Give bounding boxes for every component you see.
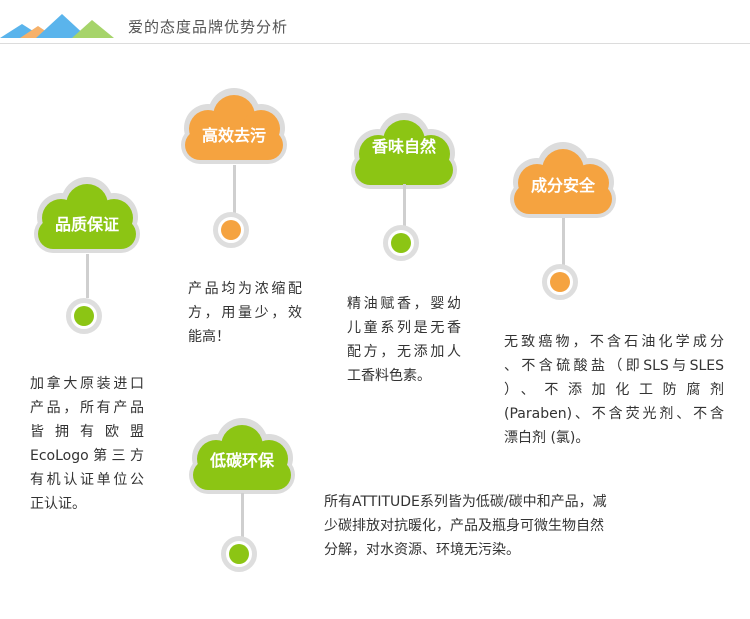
cloud-safety: 成分安全 bbox=[504, 142, 622, 220]
description-fragrance: 精油赋香，婴幼 儿童系列是无香 配方，无添加人 工香料色素。 bbox=[347, 292, 461, 388]
desc-line: 无致癌物，不含石油化学成分 bbox=[504, 334, 724, 350]
cloud-label: 成分安全 bbox=[530, 176, 595, 195]
header-divider bbox=[0, 43, 750, 44]
mountains-logo-icon bbox=[0, 14, 114, 38]
cloud-fragrance: 香味自然 bbox=[345, 113, 463, 191]
cloud-label: 高效去污 bbox=[201, 126, 266, 145]
connector-dot bbox=[66, 298, 102, 334]
desc-line: 皆拥有欧盟 bbox=[30, 424, 144, 440]
desc-line: ）、不添加化工防腐剂 bbox=[504, 382, 724, 398]
desc-line: 漂白剂 (氯)。 bbox=[504, 430, 590, 446]
cloud-shape bbox=[34, 177, 140, 253]
desc-line: 有机认证单位公 bbox=[30, 472, 144, 488]
desc-line: 产品，所有产品 bbox=[30, 400, 144, 416]
cloud-shape bbox=[181, 88, 287, 164]
desc-line: 精油赋香，婴幼 bbox=[347, 296, 461, 312]
desc-line: 正认证。 bbox=[30, 496, 86, 512]
cloud-shape bbox=[351, 113, 457, 189]
connector-dot bbox=[542, 264, 578, 300]
description-safety: 无致癌物，不含石油化学成分 、不含硫酸盐（即SLS与SLES ）、不添加化工防腐… bbox=[504, 330, 724, 450]
desc-line: 工香料色素。 bbox=[347, 368, 431, 384]
cloud-cleaning: 高效去污 bbox=[175, 88, 293, 166]
desc-line: 儿童系列是无香 bbox=[347, 320, 461, 336]
desc-line: 方，用量少，效 bbox=[188, 305, 302, 321]
connector-line bbox=[241, 493, 244, 538]
page-title: 爱的态度品牌优势分析 bbox=[128, 18, 289, 36]
desc-line: 、不含硫酸盐（即SLS与SLES bbox=[504, 358, 724, 374]
cloud-label: 品质保证 bbox=[54, 215, 119, 234]
desc-line: 少碳排放对抗暖化，产品及瓶身可微生物自然 bbox=[324, 518, 604, 534]
cloud-low-carbon: 低碳环保 bbox=[183, 418, 301, 496]
connector-dot bbox=[213, 212, 249, 248]
description-quality: 加拿大原装进口 产品，所有产品 皆拥有欧盟 EcoLogo第三方 有机认证单位公… bbox=[30, 372, 144, 516]
desc-line: 产品均为浓缩配 bbox=[188, 281, 302, 297]
description-cleaning: 产品均为浓缩配 方，用量少，效 能高！ bbox=[188, 277, 302, 349]
desc-line: 能高！ bbox=[188, 329, 230, 345]
connector-line bbox=[86, 254, 89, 298]
desc-line: (Paraben)、不含荧光剂、不含 bbox=[504, 406, 724, 422]
connector-dot bbox=[383, 225, 419, 261]
cloud-quality: 品质保证 bbox=[28, 177, 146, 255]
connector-line bbox=[403, 184, 406, 226]
desc-line: 加拿大原装进口 bbox=[30, 376, 144, 392]
description-low-carbon: 所有ATTITUDE系列皆为低碳/碳中和产品，减 少碳排放对抗暖化，产品及瓶身可… bbox=[324, 490, 664, 562]
cloud-shape bbox=[510, 142, 616, 218]
desc-line: 分解，对水资源、环境无污染。 bbox=[324, 542, 520, 558]
desc-line: 配方，无添加人 bbox=[347, 344, 461, 360]
page-header: 爱的态度品牌优势分析 bbox=[0, 0, 750, 44]
connector-line bbox=[233, 165, 236, 215]
desc-line: 所有ATTITUDE系列皆为低碳/碳中和产品，减 bbox=[324, 494, 607, 510]
connector-dot bbox=[221, 536, 257, 572]
cloud-label: 低碳环保 bbox=[209, 451, 274, 470]
desc-line: EcoLogo第三方 bbox=[30, 448, 144, 464]
cloud-shape bbox=[189, 418, 295, 494]
connector-line bbox=[562, 218, 565, 266]
cloud-label: 香味自然 bbox=[371, 137, 436, 156]
